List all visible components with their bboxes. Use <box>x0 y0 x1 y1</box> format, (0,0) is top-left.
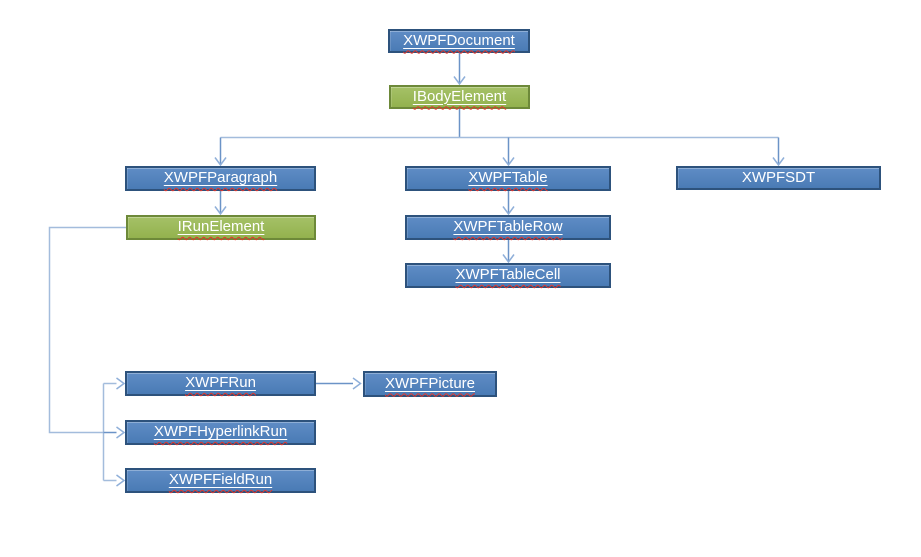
edge-ibodyelement-branch <box>214 109 785 167</box>
node-xwpftablerow: XWPFTableRow <box>405 215 611 240</box>
node-label-wrap: XWPFDocument <box>403 33 515 50</box>
node-label-wrap: XWPFTableCell <box>455 267 560 284</box>
node-label-wrap: XWPFFieldRun <box>169 472 272 489</box>
edge-xwpfdocument-to-ibodyelement <box>453 53 466 86</box>
node-label-wrap: IBodyElement <box>413 89 506 106</box>
node-label: IRunElement <box>177 218 265 235</box>
arrowhead-down-icon <box>453 76 466 86</box>
node-xwpfparagraph: XWPFParagraph <box>125 166 316 191</box>
node-label: XWPFRun <box>185 374 256 391</box>
arrowhead-down-icon <box>502 206 515 216</box>
edge-xwpftable-to-xwpftablerow <box>502 191 515 216</box>
edge-irunelement-to-runs <box>48 226 126 487</box>
node-label: XWPFHyperlinkRun <box>153 423 288 440</box>
arrowhead-down-icon <box>214 206 227 216</box>
node-xwpftable: XWPFTable <box>405 166 611 191</box>
node-xwpffieldrun: XWPFFieldRun <box>125 468 316 493</box>
edge-xwpfrun-to-xwpfpicture <box>316 377 362 390</box>
node-label: IBodyElement <box>412 87 507 105</box>
node-label: XWPFTableRow <box>453 218 563 235</box>
arrowhead-right-icon <box>116 474 126 487</box>
arrowhead-down-icon <box>214 157 227 167</box>
edge-xwpftablerow-to-xwpftablecell <box>502 240 515 264</box>
node-xwpfpicture: XWPFPicture <box>363 371 497 397</box>
node-xwpfrun: XWPFRun <box>125 371 316 396</box>
arrowhead-down-icon <box>502 157 515 167</box>
node-xwpfdocument: XWPFDocument <box>388 29 530 53</box>
node-label-wrap: XWPFPicture <box>385 376 475 393</box>
node-label-wrap: XWPFHyperlinkRun <box>154 424 287 441</box>
node-irunelement: IRunElement <box>126 215 316 240</box>
node-xwpftablecell: XWPFTableCell <box>405 263 611 288</box>
arrowhead-right-icon <box>116 377 126 390</box>
node-label: XWPFSDT <box>741 168 816 186</box>
node-label-wrap: IRunElement <box>178 219 265 236</box>
arrowhead-down-icon <box>502 254 515 264</box>
node-label: XWPFPicture <box>384 374 475 392</box>
node-label-wrap: XWPFParagraph <box>164 170 277 187</box>
node-label: XWPFFieldRun <box>168 471 273 488</box>
arrowhead-down-icon <box>772 157 785 167</box>
node-label: XWPFTableCell <box>455 266 561 283</box>
node-label: XWPFParagraph <box>163 169 278 186</box>
node-label-wrap: XWPFSDT <box>742 170 815 187</box>
arrowhead-right-icon <box>116 426 126 439</box>
node-label-wrap: XWPFRun <box>185 375 256 392</box>
node-ibodyelement: IBodyElement <box>389 85 530 109</box>
node-label-wrap: XWPFTableRow <box>453 219 562 236</box>
node-xwpfsdt: XWPFSDT <box>676 166 881 190</box>
node-label-wrap: XWPFTable <box>468 170 547 187</box>
arrowhead-right-icon <box>352 377 362 390</box>
edge-xwpfparagraph-to-irunelement <box>214 191 227 216</box>
node-label: XWPFTable <box>468 169 548 186</box>
node-xwpfhyperlinkrun: XWPFHyperlinkRun <box>125 420 316 445</box>
node-label: XWPFDocument <box>403 31 515 49</box>
